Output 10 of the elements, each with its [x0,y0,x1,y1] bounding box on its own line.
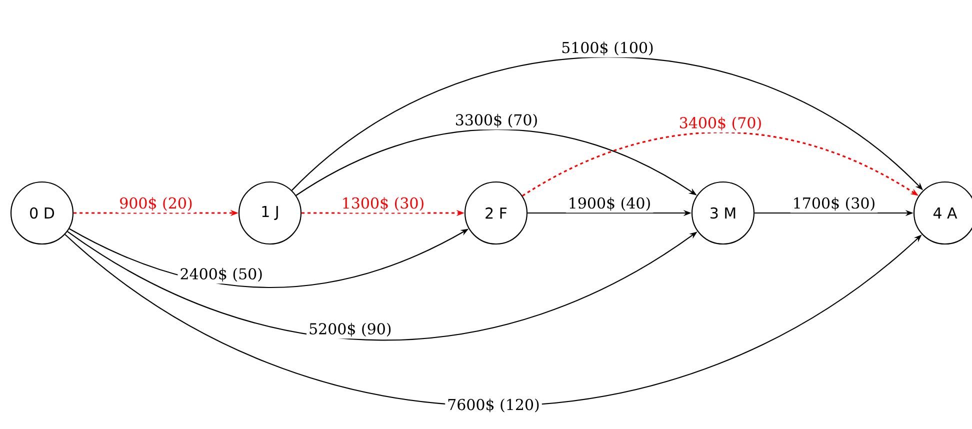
edge-label: 900$ (20) [117,195,195,213]
edge-label: 1300$ (30) [339,195,427,213]
edge-label: 1700$ (30) [790,195,878,213]
edge-label: 7600$ (120) [445,396,542,414]
edge-label: 2400$ (50) [178,266,266,284]
edge-label: 3300$ (70) [452,112,540,130]
edge-label: 3400$ (70) [676,114,764,133]
edge-label: 1900$ (40) [566,195,654,213]
edge-label: 5100$ (100) [559,40,656,58]
edge-label: 5200$ (90) [306,320,394,339]
